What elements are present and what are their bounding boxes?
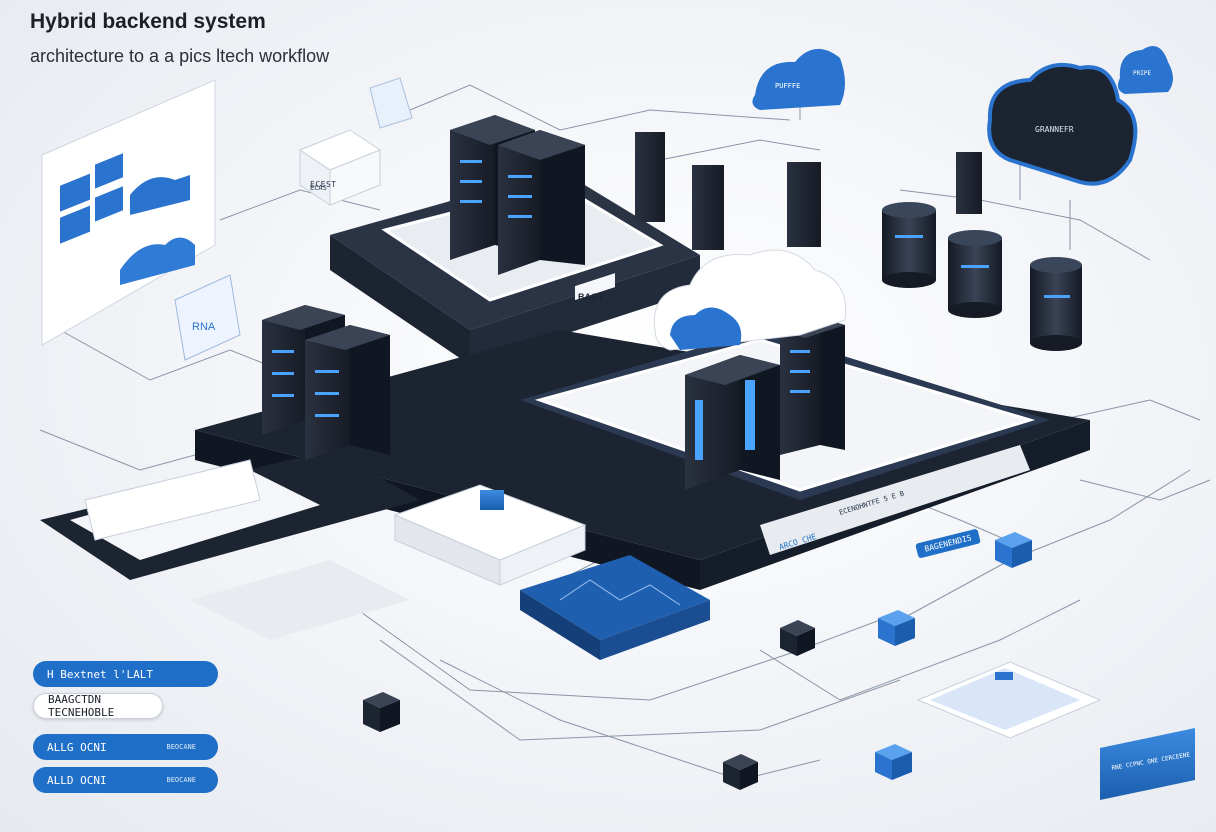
legend-item-1: H Bextnet l'LALT [33,661,218,687]
legend-item-2: BAAGCTDN TECNEHOBLE [33,693,163,719]
right-dashboard-tile [916,661,1102,739]
server-rack-upper [450,115,585,275]
node-cube-dark-2 [723,754,758,790]
database-cylinder-icon [882,202,1082,351]
legend-label-4: ALLD OCNI [47,773,107,787]
diagram-subtitle: architecture to a a pics ltech workflow [30,46,330,66]
legend-item-4: ALLD OCNI BEOCANE [33,767,218,793]
rack-lights [272,160,810,460]
legend-label-3: ALLG OCNI [47,740,107,754]
router-box [393,484,587,586]
cloud-mid-label: PRIPE [1133,70,1151,77]
box-tag: ECEST [310,180,337,189]
cloud-white [653,249,847,351]
cloud-dark-label: GRANNEFR [1035,125,1074,134]
database-1 [882,202,936,288]
platform-tag: BAGT [578,292,604,302]
database-3 [1030,257,1082,351]
legend-label-2: BAAGCTDN TECNEHOBLE [48,693,115,719]
info-sign: RNE CCPNC ONE CERCEENE [1100,728,1195,800]
cloud-blue-right: PRIPE [1117,46,1173,94]
legend-item-3: ALLG OCNI BEOCANE [33,734,218,760]
node-cube-blue-1 [995,532,1032,568]
dashboard-panel-icon [41,79,216,346]
cloud-left-label: PUFFFE [775,82,800,90]
network-node-cube-icon [363,532,1032,790]
legend-label-1: H Bextnet l'LALT [47,667,153,681]
database-2 [948,230,1002,318]
left-platform [40,450,420,640]
diagram-title: Hybrid backend system [30,10,266,33]
node-cube-blue-2 [878,610,915,646]
cloud-dark: GRANNEFR [987,63,1138,186]
node-cube-blue-3 [875,744,912,780]
top-box: ECAS [298,77,413,206]
cloud-blue-left: PUFFFE [752,48,845,110]
top-box-tag: ECAS [310,184,327,192]
legend-aux-4: BEOCANE [166,776,196,784]
server-rack-left [262,305,390,460]
legend-aux-3: BEOCANE [166,743,196,751]
map-tile [520,555,710,660]
node-cube-dark-3 [363,692,400,732]
node-cube-dark-1 [780,620,815,656]
tablet-label: RNA [192,321,216,333]
tablet-device: RNA [174,274,241,361]
cloud-icon: PUFFFE PRIPE GRANNEFR [653,46,1173,351]
server-rack-small [635,132,982,250]
